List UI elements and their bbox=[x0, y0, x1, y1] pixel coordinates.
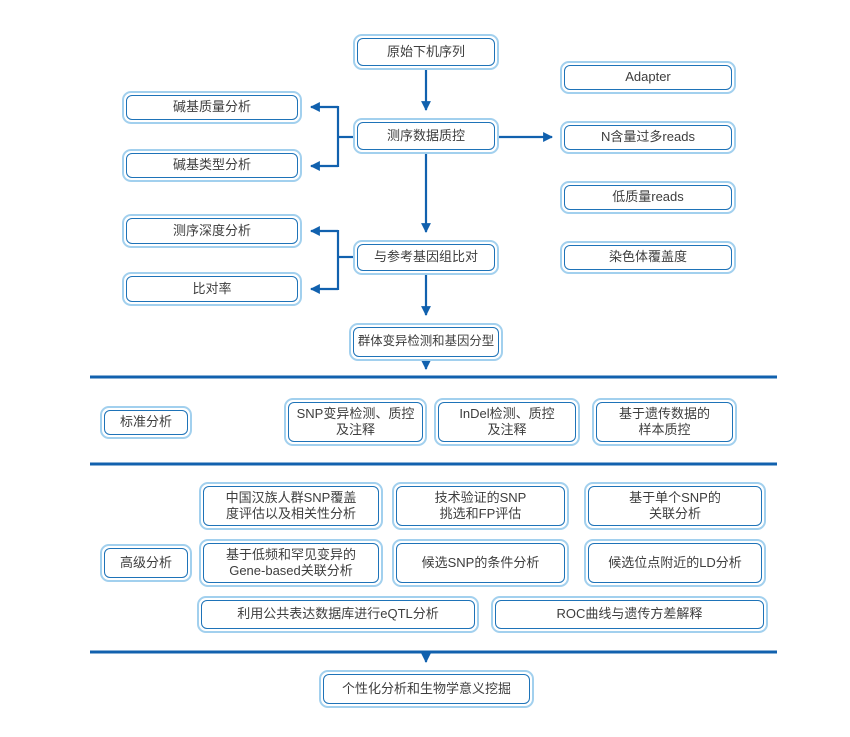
node-candidate-snp-conditional-label: 候选SNP的条件分析 bbox=[396, 543, 565, 583]
node-sequencing-depth-analysis: 测序深度分析 bbox=[122, 214, 302, 248]
node-single-snp-association: 基于单个SNP的 关联分析 bbox=[584, 482, 766, 530]
node-raw-sequence: 原始下机序列 bbox=[353, 34, 499, 70]
node-genetic-sample-qc-label: 基于遗传数据的 样本质控 bbox=[596, 402, 733, 442]
node-reference-alignment-label: 与参考基因组比对 bbox=[357, 244, 495, 271]
node-base-type-analysis: 碱基类型分析 bbox=[122, 149, 302, 182]
node-raw-sequence-label: 原始下机序列 bbox=[357, 38, 495, 66]
node-adapter: Adapter bbox=[560, 61, 736, 94]
node-reference-alignment: 与参考基因组比对 bbox=[353, 240, 499, 275]
node-base-type-analysis-label: 碱基类型分析 bbox=[126, 153, 298, 178]
node-low-quality-reads: 低质量reads bbox=[560, 181, 736, 214]
advanced-analysis-label-text: 高级分析 bbox=[104, 548, 188, 578]
node-validated-snp-fp-label: 技术验证的SNP 挑选和FP评估 bbox=[396, 486, 565, 526]
node-indel-detection: InDel检测、质控 及注释 bbox=[434, 398, 580, 446]
node-candidate-snp-conditional: 候选SNP的条件分析 bbox=[392, 539, 569, 587]
node-advanced-analysis-label: 高级分析 bbox=[100, 544, 192, 582]
node-ld-analysis: 候选位点附近的LD分析 bbox=[584, 539, 766, 587]
node-roc-genetic-variance-label: ROC曲线与遗传方差解释 bbox=[495, 600, 764, 629]
standard-analysis-label-text: 标准分析 bbox=[104, 410, 188, 435]
node-high-n-reads: N含量过多reads bbox=[560, 121, 736, 154]
node-high-n-reads-label: N含量过多reads bbox=[564, 125, 732, 150]
node-chromosome-coverage-label: 染色体覆盖度 bbox=[564, 245, 732, 270]
node-indel-detection-label: InDel检测、质控 及注释 bbox=[438, 402, 576, 442]
node-single-snp-association-label: 基于单个SNP的 关联分析 bbox=[588, 486, 762, 526]
node-han-snp-coverage: 中国汉族人群SNP覆盖 度评估以及相关性分析 bbox=[199, 482, 383, 530]
node-personalized-analysis: 个性化分析和生物学意义挖掘 bbox=[319, 670, 534, 708]
node-rare-variant-gene-based: 基于低频和罕见变异的 Gene-based关联分析 bbox=[199, 539, 383, 587]
node-validated-snp-fp: 技术验证的SNP 挑选和FP评估 bbox=[392, 482, 569, 530]
node-roc-genetic-variance: ROC曲线与遗传方差解释 bbox=[491, 596, 768, 633]
node-alignment-rate-label: 比对率 bbox=[126, 276, 298, 302]
node-snp-detection-label: SNP变异检测、质控 及注释 bbox=[288, 402, 423, 442]
node-alignment-rate: 比对率 bbox=[122, 272, 302, 306]
node-ld-analysis-label: 候选位点附近的LD分析 bbox=[588, 543, 762, 583]
node-chromosome-coverage: 染色体覆盖度 bbox=[560, 241, 736, 274]
node-han-snp-coverage-label: 中国汉族人群SNP覆盖 度评估以及相关性分析 bbox=[203, 486, 379, 526]
node-sequencing-depth-analysis-label: 测序深度分析 bbox=[126, 218, 298, 244]
node-low-quality-reads-label: 低质量reads bbox=[564, 185, 732, 210]
node-personalized-analysis-label: 个性化分析和生物学意义挖掘 bbox=[323, 674, 530, 704]
node-eqtl-analysis: 利用公共表达数据库进行eQTL分析 bbox=[197, 596, 479, 633]
node-rare-variant-gene-based-label: 基于低频和罕见变异的 Gene-based关联分析 bbox=[203, 543, 379, 583]
node-variant-detection-genotyping-label: 群体变异检测和基因分型 bbox=[353, 327, 499, 357]
node-sequencing-qc: 测序数据质控 bbox=[353, 118, 499, 154]
node-snp-detection: SNP变异检测、质控 及注释 bbox=[284, 398, 427, 446]
node-standard-analysis-label: 标准分析 bbox=[100, 406, 192, 439]
node-base-quality-analysis: 碱基质量分析 bbox=[122, 91, 302, 124]
node-adapter-label: Adapter bbox=[564, 65, 732, 90]
node-base-quality-analysis-label: 碱基质量分析 bbox=[126, 95, 298, 120]
node-eqtl-analysis-label: 利用公共表达数据库进行eQTL分析 bbox=[201, 600, 475, 629]
node-variant-detection-genotyping: 群体变异检测和基因分型 bbox=[349, 323, 503, 361]
node-sequencing-qc-label: 测序数据质控 bbox=[357, 122, 495, 150]
node-genetic-sample-qc: 基于遗传数据的 样本质控 bbox=[592, 398, 737, 446]
